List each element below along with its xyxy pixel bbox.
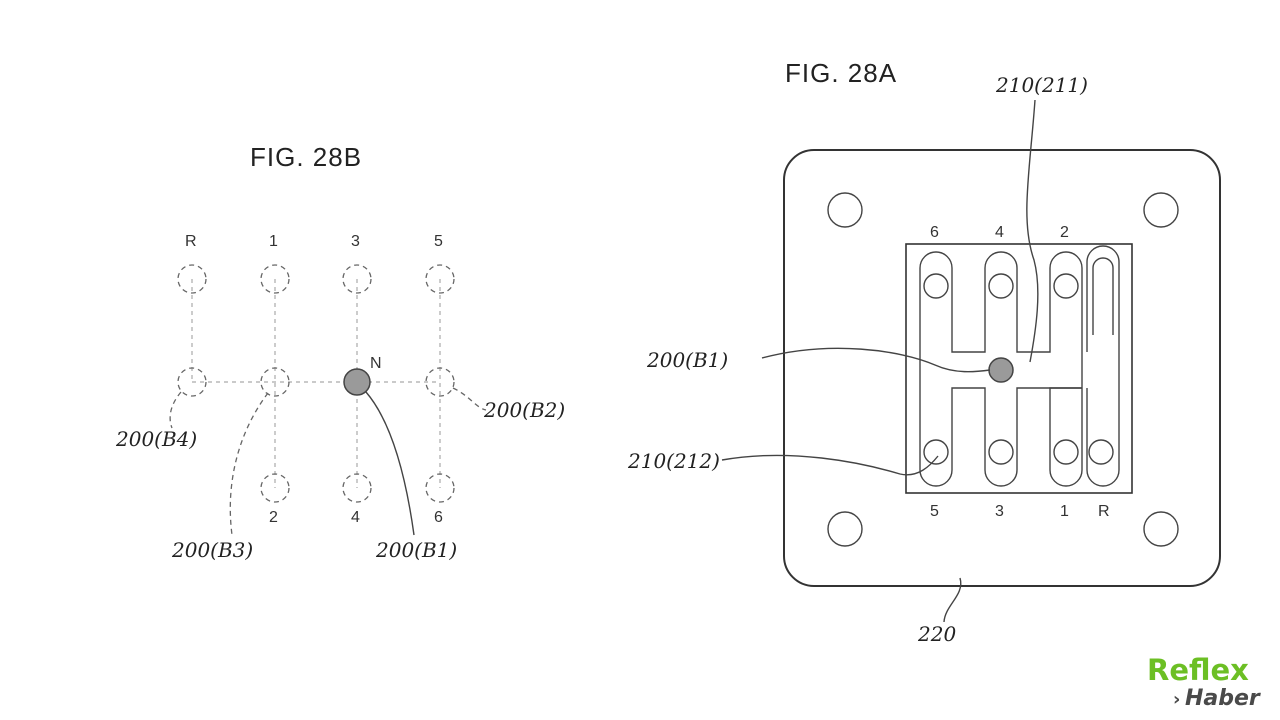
leader-line [1026, 99, 1039, 363]
gear-label-top: 1 [269, 233, 278, 250]
gear-position-circle [923, 273, 949, 299]
gear-label-bottom: 4 [351, 509, 360, 526]
gear-label-top: R [185, 233, 197, 250]
neutral-label: N [370, 355, 382, 372]
leader-line [452, 387, 487, 411]
shift-pattern-lines [191, 279, 441, 488]
reverse-gate-outline [1086, 245, 1120, 487]
fig-28b-title: FIG. 28B [250, 142, 362, 172]
gear-position-circle [923, 439, 949, 465]
position-circle [177, 264, 207, 294]
fig-28b: FIG. 28B R 1 3 5 2 4 6 [115, 142, 565, 562]
gear-positions [177, 264, 455, 503]
mounting-hole [1143, 192, 1179, 228]
logo-text-line2: Haber [1185, 686, 1261, 711]
gear-label-top: 2 [1060, 224, 1069, 241]
position-circle [342, 473, 372, 503]
gear-position-circle [988, 273, 1014, 299]
position-circle [260, 473, 290, 503]
leader-line [169, 391, 182, 429]
gear-label-bottom: 5 [930, 503, 939, 520]
fig-28a-title: FIG. 28A [785, 58, 897, 88]
logo-text-line1: Reflex [1147, 653, 1249, 687]
position-circle [342, 264, 372, 294]
ref-label-b2: 200(B2) [483, 398, 565, 422]
guide-frame [905, 243, 1133, 494]
leader-line [721, 454, 939, 476]
gear-label-top: 5 [434, 233, 443, 250]
mounting-hole [827, 511, 863, 547]
position-circle [177, 367, 207, 397]
mounting-hole [827, 192, 863, 228]
neutral-ball [343, 368, 371, 396]
gear-label-bottom: 3 [995, 503, 1004, 520]
ref-label-guide: 210(212) [627, 449, 720, 473]
gear-label-bottom: R [1098, 503, 1110, 520]
gear-label-top: 4 [995, 224, 1004, 241]
leader-line [761, 347, 991, 373]
leader-line [943, 577, 962, 623]
ref-label-ball: 200(B1) [646, 348, 728, 372]
logo-chevron-icon: › [1173, 689, 1180, 710]
position-circle [425, 367, 455, 397]
gear-label-top: 3 [351, 233, 360, 250]
shift-gate-outline [919, 387, 1082, 487]
gear-position-circle [1053, 439, 1079, 465]
mounting-hole [1143, 511, 1179, 547]
gear-position-circle [988, 439, 1014, 465]
gear-label-top: 6 [930, 224, 939, 241]
position-circle [425, 264, 455, 294]
position-circle [260, 264, 290, 294]
ref-label-top: 210(211) [995, 73, 1088, 97]
gear-label-bottom: 2 [269, 509, 278, 526]
leader-line [229, 392, 269, 536]
position-circle [425, 473, 455, 503]
reflex-haber-logo: Reflex Haber › [1147, 653, 1261, 711]
fig-28a: FIG. 28A 6 4 2 5 3 1 R [627, 58, 1221, 646]
ref-label-b4: 200(B4) [115, 427, 197, 451]
gear-label-bottom: 1 [1060, 503, 1069, 520]
shift-ball [988, 357, 1014, 383]
ref-label-base: 220 [917, 622, 956, 646]
gear-position-circle [1053, 273, 1079, 299]
ref-label-b3: 200(B3) [171, 538, 253, 562]
shift-gate-outline [919, 251, 1083, 487]
gear-label-bottom: 6 [434, 509, 443, 526]
ref-label-b1: 200(B1) [375, 538, 457, 562]
gear-position-circle [1088, 439, 1114, 465]
base-plate [783, 149, 1221, 587]
leader-line [365, 391, 415, 536]
position-circle [260, 367, 290, 397]
reverse-gate-inner [1092, 257, 1114, 335]
